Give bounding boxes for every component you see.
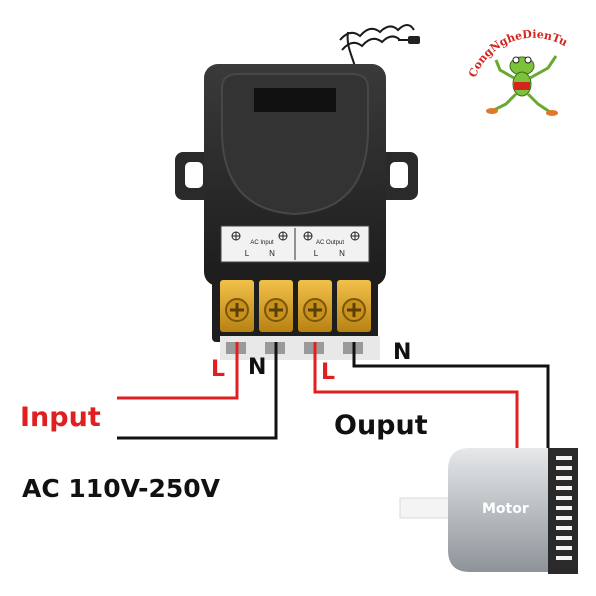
antenna-wire bbox=[339, 24, 415, 71]
output-live-wire bbox=[313, 342, 519, 450]
motor-body bbox=[448, 448, 552, 572]
output-live-label: L bbox=[321, 360, 336, 385]
relay-window bbox=[254, 88, 336, 112]
output-neutral-label: N bbox=[393, 340, 412, 365]
plate-input-label: AC Input bbox=[250, 240, 274, 246]
plate-pin-2: N bbox=[269, 249, 275, 258]
output-neutral-wire bbox=[352, 342, 550, 450]
input-live-label: L bbox=[211, 357, 226, 382]
motor-fins bbox=[556, 456, 572, 560]
input-neutral-label: N bbox=[248, 355, 267, 380]
plate-pin-3: L bbox=[314, 249, 319, 258]
input-neutral-wire bbox=[117, 342, 278, 440]
plate-output-label: AC Output bbox=[316, 240, 344, 246]
plate-pin-4: N bbox=[339, 249, 345, 258]
motor-label: Motor bbox=[482, 501, 529, 517]
antenna-tip bbox=[408, 36, 420, 44]
plate-ground-icons bbox=[231, 231, 360, 241]
terminal-screws bbox=[220, 280, 371, 332]
logo: CongNgheDienTu bbox=[466, 28, 570, 116]
input-live-wire bbox=[117, 342, 239, 400]
mounting-ear-right bbox=[378, 152, 418, 200]
frog-icon bbox=[486, 55, 558, 116]
motor bbox=[399, 448, 578, 574]
voltage-label: AC 110V-250V bbox=[22, 474, 221, 503]
plate-pin-1: L bbox=[245, 249, 250, 258]
output-label: Ouput bbox=[334, 410, 428, 441]
input-label: Input bbox=[20, 402, 101, 433]
